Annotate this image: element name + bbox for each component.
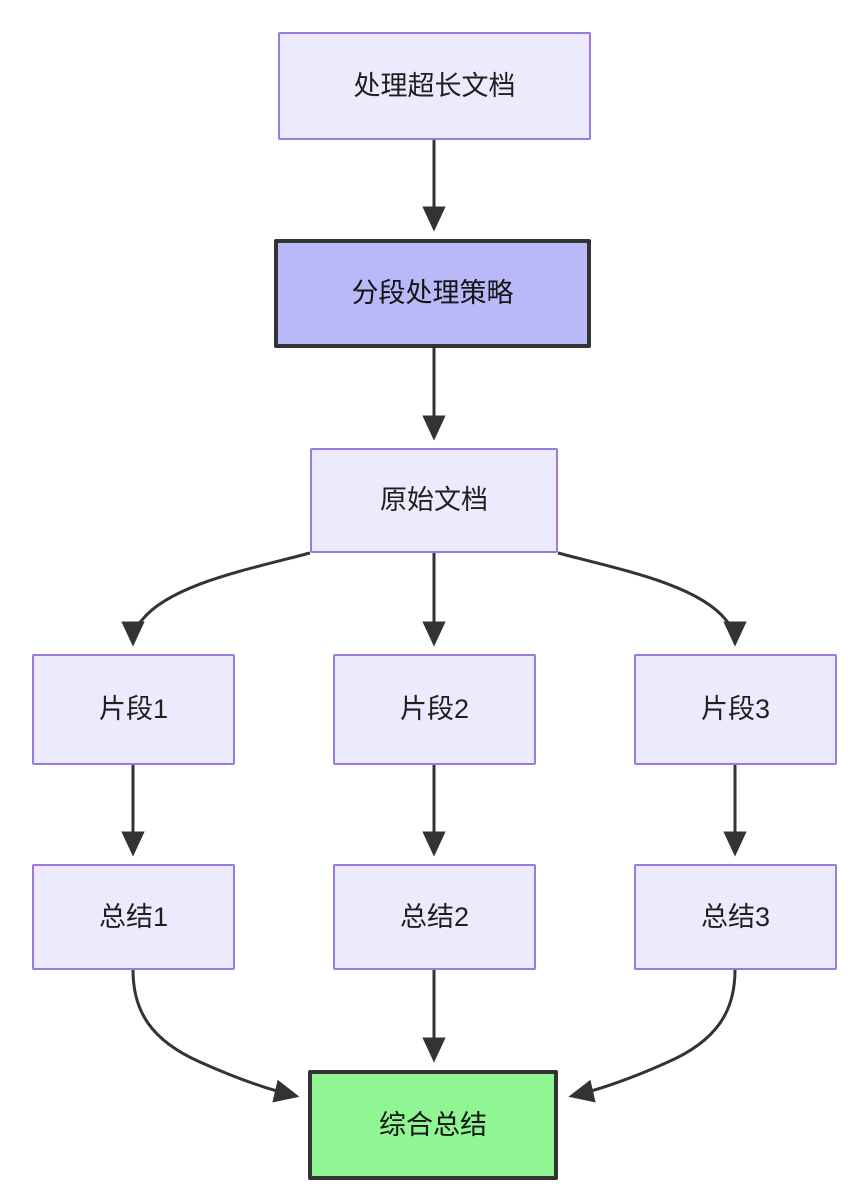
node-process-long-document[interactable]: 处理超长文档 [278, 32, 591, 140]
node-chunk-1[interactable]: 片段1 [32, 654, 235, 765]
node-label: 总结2 [399, 901, 470, 932]
node-source-document[interactable]: 原始文档 [310, 448, 558, 553]
node-chunking-strategy[interactable]: 分段处理策略 [274, 239, 591, 348]
node-label: 处理超长文档 [353, 70, 516, 101]
edge-source-to-chunk-1 [121, 551, 311, 647]
edge-summary-3-to-final [568, 969, 737, 1103]
node-chunk-2[interactable]: 片段2 [333, 654, 536, 765]
node-label: 总结1 [98, 901, 169, 932]
node-label: 原始文档 [380, 485, 488, 516]
edge-summary-1-to-final [131, 969, 300, 1103]
node-label: 片段1 [98, 694, 169, 725]
node-label: 片段3 [700, 694, 771, 725]
node-final-summary[interactable]: 综合总结 [308, 1070, 558, 1180]
node-label: 分段处理策略 [351, 278, 514, 309]
node-summary-3[interactable]: 总结3 [634, 864, 837, 970]
edge-source-to-chunk-3 [557, 551, 747, 647]
node-label: 片段2 [399, 694, 470, 725]
node-chunk-3[interactable]: 片段3 [634, 654, 837, 765]
node-label: 总结3 [700, 901, 771, 932]
node-summary-1[interactable]: 总结1 [32, 864, 235, 970]
node-label: 综合总结 [379, 1109, 487, 1140]
node-summary-2[interactable]: 总结2 [333, 864, 536, 970]
